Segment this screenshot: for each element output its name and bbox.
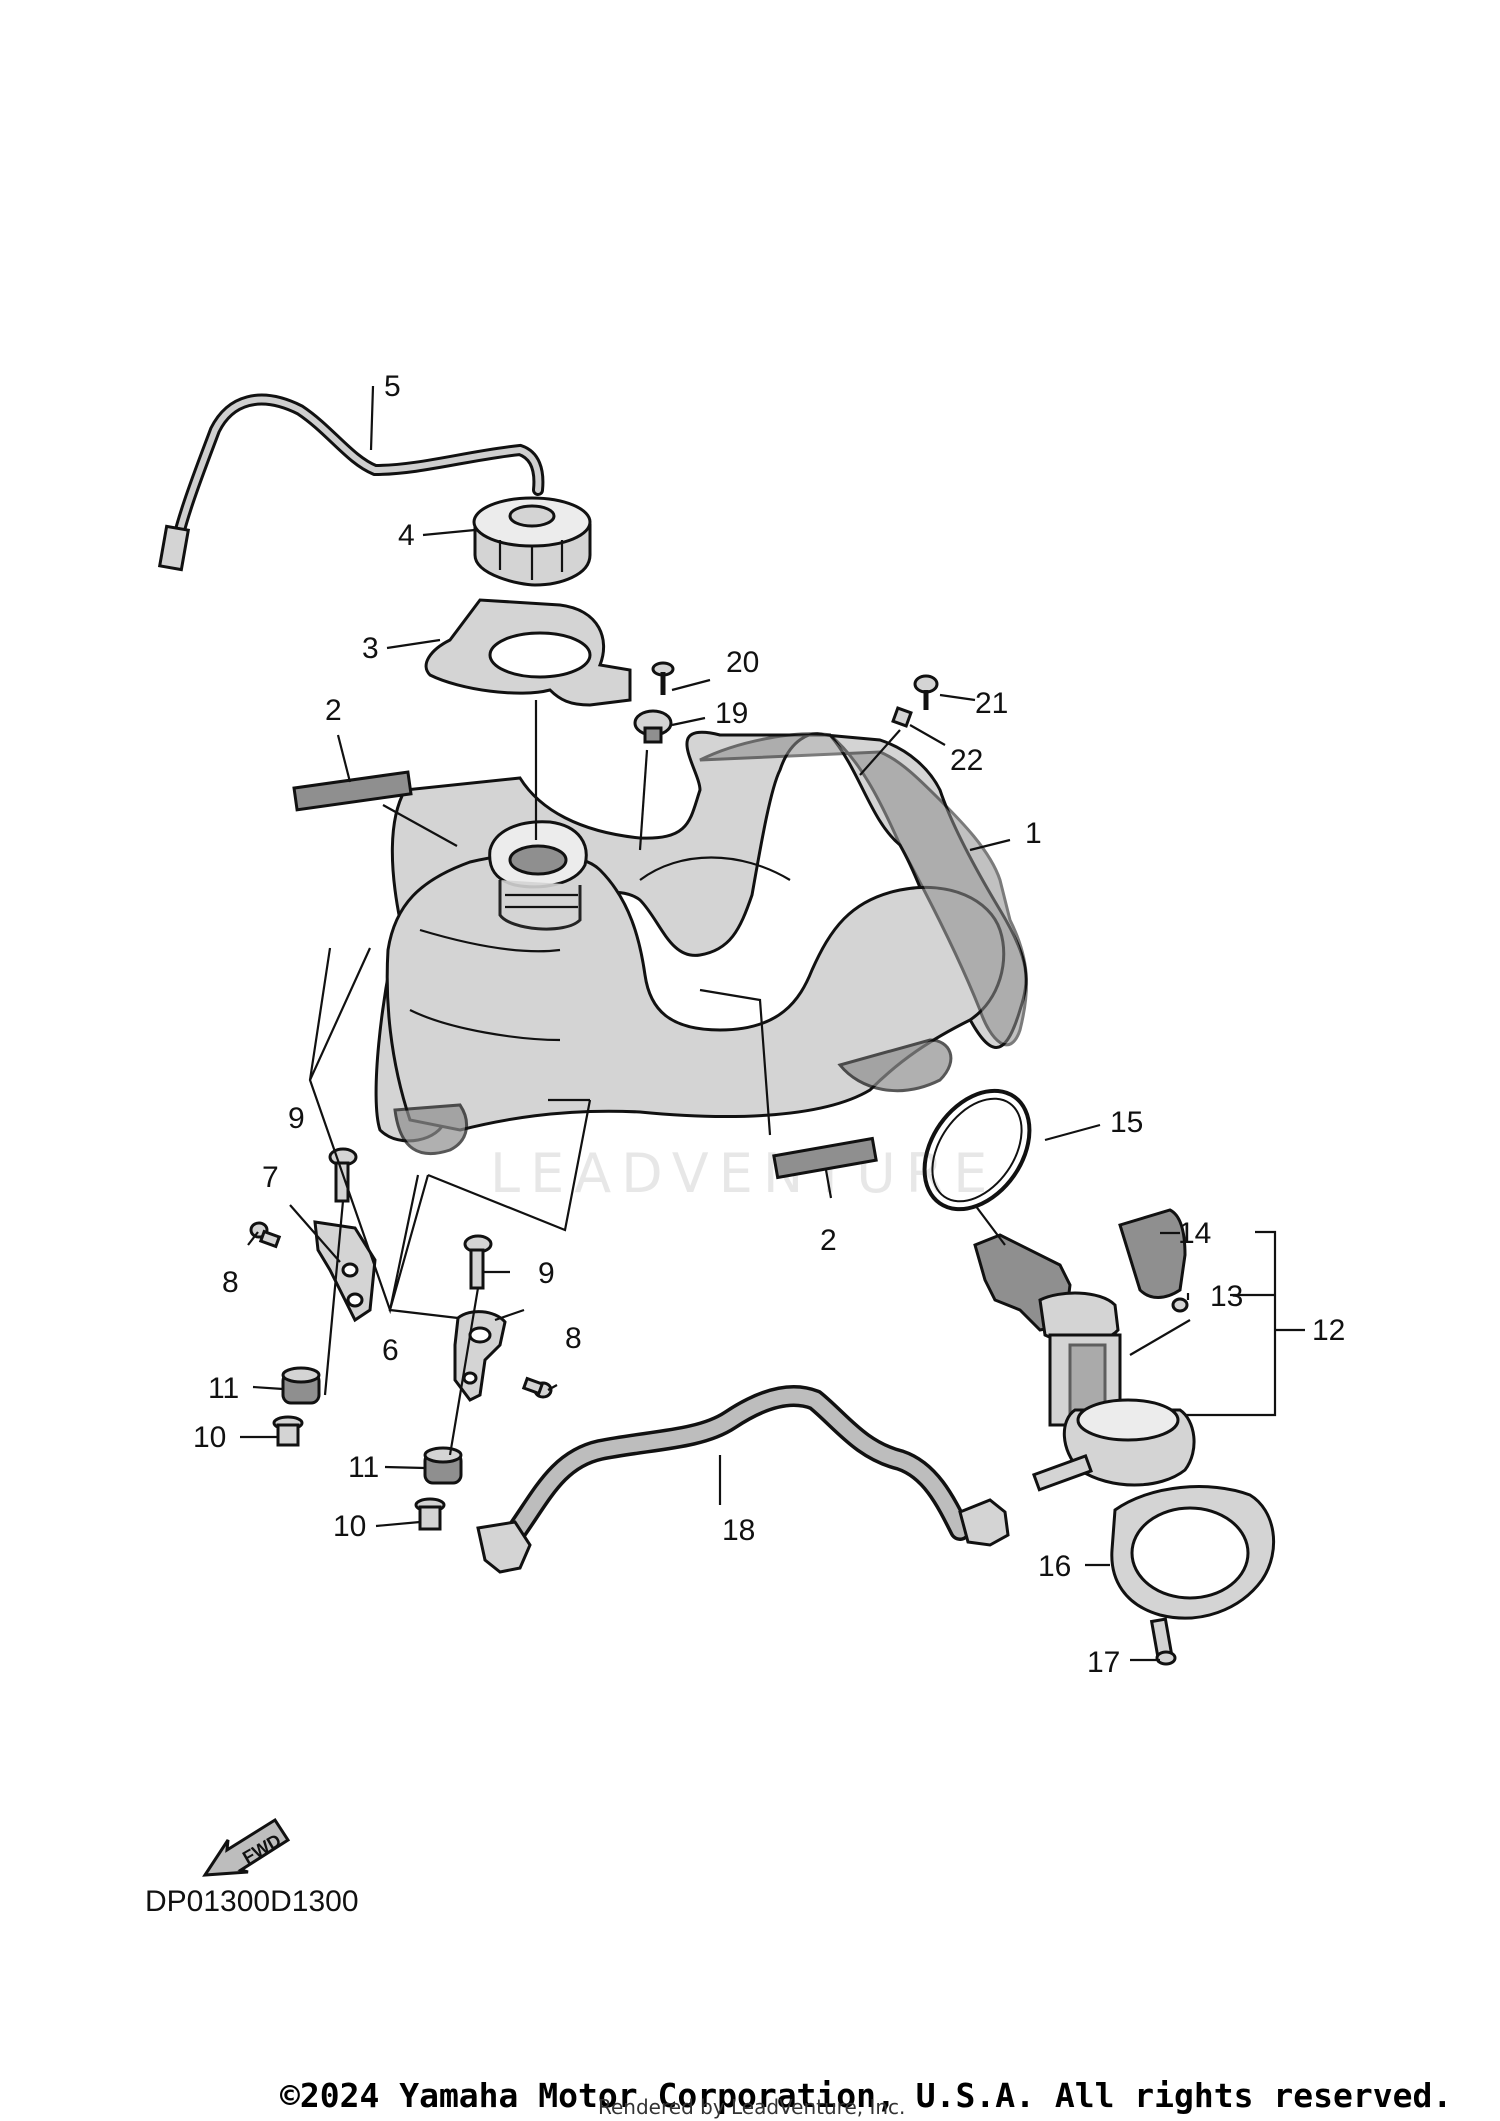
callout-20: 20 (726, 646, 759, 679)
callout-13: 13 (1210, 1280, 1243, 1313)
callouts: 5 4 3 2 20 19 21 22 1 15 9 7 8 9 2 14 13… (193, 370, 1345, 1679)
copyright-notice: ©2024 Yamaha Motor Corporation, U.S.A. A… (280, 2076, 1452, 2115)
fuel-pump-assembly-icon (973, 1233, 1196, 1492)
screw-icon (651, 661, 675, 695)
callout-11: 11 (208, 1372, 239, 1405)
callout-16: 16 (1038, 1550, 1071, 1583)
callout-14: 14 (1178, 1217, 1211, 1250)
callout-9: 9 (288, 1102, 305, 1135)
callout-5: 5 (384, 370, 401, 403)
leader-lines (240, 385, 1305, 1662)
fuel-tank-icon (374, 730, 1028, 1156)
callout-7: 7 (262, 1161, 279, 1194)
callout-10: 10 (193, 1421, 226, 1454)
damper-icon (633, 709, 673, 744)
callout-12: 12 (1312, 1314, 1345, 1347)
fuel-cap-icon (472, 496, 592, 587)
tank-bracket-icon (313, 1220, 377, 1323)
callout-8: 8 (565, 1322, 582, 1355)
fuel-filter-icon (1118, 1208, 1187, 1299)
o-ring-icon (1171, 1297, 1189, 1313)
cap-bracket-icon (424, 598, 632, 707)
pump-plate-icon (1110, 1485, 1276, 1620)
callout-15: 15 (1110, 1106, 1143, 1139)
fuel-hose-icon (476, 1385, 1010, 1574)
damper-strip-icon (772, 1136, 878, 1180)
callout-3: 3 (362, 632, 379, 665)
callout-4: 4 (398, 519, 415, 552)
rendered-by: Rendered by LeadVenture, Inc. (598, 2095, 905, 2119)
callout-17: 17 (1087, 1646, 1120, 1679)
callout-21: 21 (975, 687, 1008, 720)
bolt-icon (249, 1221, 282, 1249)
damper-strip-icon (292, 770, 413, 812)
collar-icon (414, 1497, 446, 1531)
callout-9: 9 (538, 1257, 555, 1290)
breather-hose-icon (157, 393, 545, 572)
watermark-text: LEADVENTURE (490, 1142, 997, 1205)
callout-10: 10 (333, 1510, 366, 1543)
gasket-ring-icon (922, 1088, 1032, 1212)
callout-1: 1 (1025, 817, 1042, 850)
collar-icon (891, 706, 913, 728)
diagram-code: DP01300D1300 (145, 1885, 359, 1918)
bolt-icon (521, 1376, 553, 1399)
callout-22: 22 (950, 744, 983, 777)
grommet-icon (281, 1366, 321, 1405)
grommet-icon (423, 1446, 463, 1485)
bolt-icon (913, 674, 939, 710)
callout-19: 19 (715, 697, 748, 730)
callout-2: 2 (325, 694, 342, 727)
fwd-arrow-icon: FWD (202, 1817, 291, 1877)
callout-8: 8 (222, 1266, 239, 1299)
callout-6: 6 (382, 1334, 399, 1367)
bolt-icon (463, 1234, 493, 1290)
callout-11: 11 (348, 1451, 379, 1484)
bolt-icon (1149, 1617, 1177, 1666)
callout-18: 18 (722, 1514, 755, 1547)
callout-2: 2 (820, 1224, 837, 1257)
collar-icon (272, 1415, 304, 1447)
